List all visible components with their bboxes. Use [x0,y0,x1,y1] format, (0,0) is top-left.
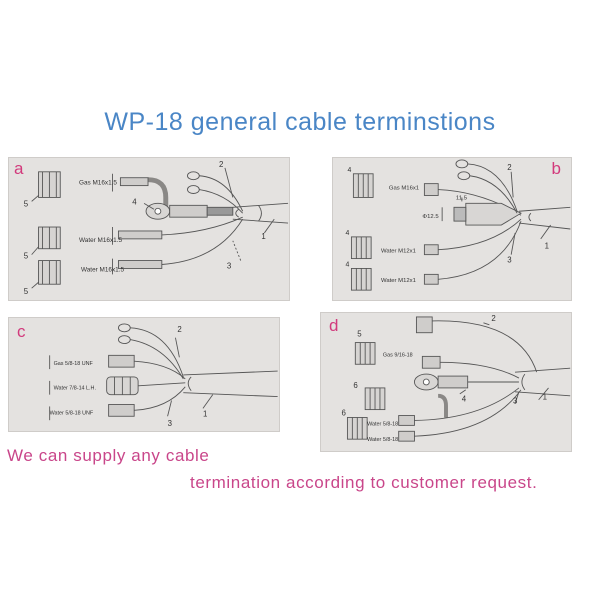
diagram-panel-d: Gas 9/16-18 Water 5/8-18 Water 5/8-18 1 … [320,312,572,452]
diagram-panel-a: Gas M16x1.5 Water M16x1.5 Water M16x1.5 … [8,157,290,301]
callout-1-a: 1 [261,232,265,241]
callout-3-d: 3 [513,397,518,406]
callout-2-c: 2 [177,325,181,334]
callout-2-b: 2 [507,163,511,172]
panel-label-a: a [14,159,24,178]
callout-3-a: 3 [227,261,232,270]
callout-4-d: 4 [462,395,467,404]
cable-diagram-c: Gas 5/8-18 UNF Water 7/8-14 L.H. Water 5… [49,323,278,428]
diagram-panel-b: Gas M16x1 11.5 Φ12.5 Water M12x1 Water M… [332,157,572,301]
callout-1-d: 1 [543,393,547,402]
callout-4c-b: 4 [346,261,350,268]
callout-5c-a: 5 [24,287,29,296]
panel-label-b: b [551,159,561,178]
cable-diagram-d: Gas 9/16-18 Water 5/8-18 Water 5/8-18 1 … [342,314,571,443]
cable-diagram-a: Gas M16x1.5 Water M16x1.5 Water M16x1.5 … [24,160,289,296]
callout-6b-d: 6 [342,409,347,418]
callout-3-c: 3 [168,419,173,428]
water-label-c1: Water 7/8-14 L.H. [54,386,96,392]
callout-3-b: 3 [507,256,512,265]
caption-line-1: We can supply any cable [7,446,210,465]
dim-label-b1: 11.5 [456,195,468,201]
gas-label-c: Gas 5/8-18 UNF [54,361,94,367]
water-label-d2: Water 5/8-18 [367,437,398,443]
callout-5-d: 5 [357,330,362,339]
callout-1-c: 1 [203,409,207,418]
gas-label-a: Gas M16x1.5 [79,180,117,187]
gas-label-b: Gas M16x1 [389,186,419,192]
water-label-b2: Water M12x1 [381,278,416,284]
callout-1-b: 1 [545,242,549,251]
cable-diagram-b: Gas M16x1 11.5 Φ12.5 Water M12x1 Water M… [346,159,571,291]
callout-5a-a: 5 [24,199,29,208]
panel-label-c: c [17,322,26,341]
page-title: WP-18 general cable terminstions [104,108,496,136]
water-label-a2: Water M16x1.5 [81,266,125,273]
callout-4a-b: 4 [347,167,351,174]
callout-2-d: 2 [491,314,495,323]
dim-label-b2: Φ12.5 [422,214,439,220]
water-label-a1: Water M16x1.5 [79,237,123,244]
callout-2-a: 2 [219,160,223,169]
gas-label-d: Gas 9/16-18 [383,352,413,358]
callout-5b-a: 5 [24,252,29,261]
diagram-panel-c: Gas 5/8-18 UNF Water 7/8-14 L.H. Water 5… [8,317,280,432]
panel-label-d: d [329,316,339,335]
callout-6a-d: 6 [353,381,358,390]
callout-4-a: 4 [132,197,137,206]
water-label-b1: Water M12x1 [381,249,416,255]
caption-line-2: termination according to customer reques… [190,473,538,492]
water-label-d1: Water 5/8-18 [367,421,398,427]
water-label-c2: Water 5/8-18 UNF [50,410,94,416]
callout-4b-b: 4 [346,230,350,237]
